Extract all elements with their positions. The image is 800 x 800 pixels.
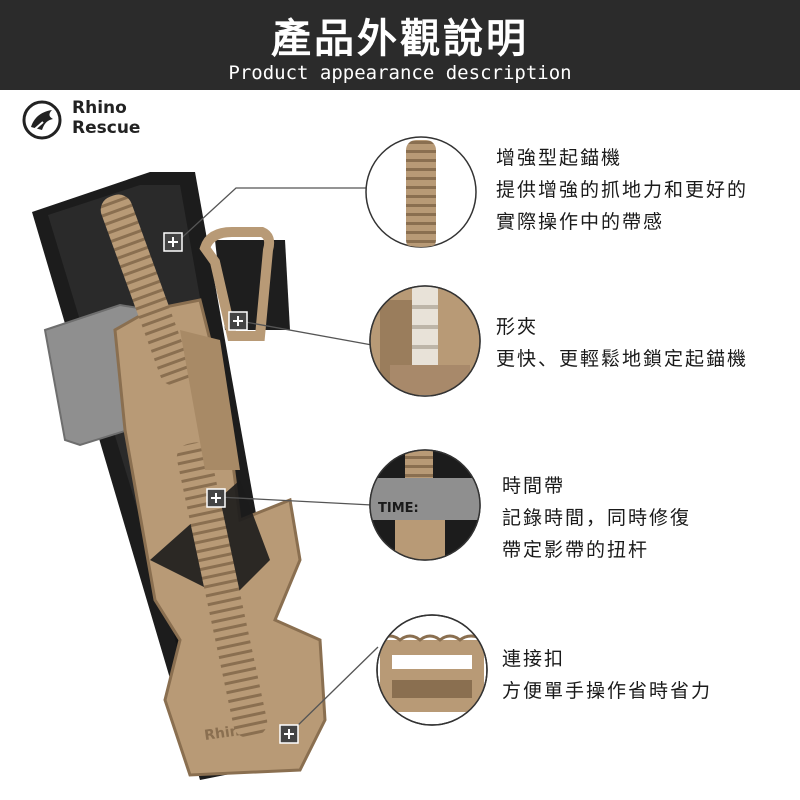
leader-lines — [175, 187, 379, 734]
feature-time-strap: 時間帶 記錄時間，同時修復 帶定影帶的扭杆 — [502, 470, 691, 566]
feature-desc-line: 方便單手操作省時省力 — [502, 680, 713, 702]
feature-desc-line: 實際操作中的帶感 — [496, 211, 665, 233]
feature-buckle: 連接扣 方便單手操作省時省力 — [502, 643, 712, 707]
page-title: 產品外觀說明 — [271, 15, 529, 62]
feature-desc-line: 記錄時間，同時修復 — [502, 507, 692, 529]
callout-buckle — [376, 614, 488, 726]
header-banner: 產品外觀說明 Product appearance description — [0, 0, 800, 90]
callout-time-strap: TIME: — [369, 449, 481, 561]
rhino-logo-icon — [22, 100, 62, 140]
feature-title: 連接扣 — [502, 648, 566, 670]
feature-desc-line: 提供增強的抓地力和更好的 — [496, 179, 749, 201]
feature-title: 時間帶 — [502, 475, 566, 497]
marker-plus-icon[interactable] — [206, 488, 226, 508]
callout-windlass — [365, 136, 477, 248]
brand-name-line1: Rhino — [72, 98, 127, 118]
feature-title: 增強型起錨機 — [496, 147, 623, 169]
clip-loop — [199, 227, 275, 341]
marker-plus-icon[interactable] — [228, 311, 248, 331]
feature-title: 形夾 — [496, 316, 539, 338]
feature-desc-line: 帶定影帶的扭杆 — [502, 539, 650, 561]
windlass-rod — [100, 194, 268, 738]
time-label: TIME: — [378, 501, 419, 516]
feature-windlass: 增強型起錨機 提供增強的抓地力和更好的 實際操作中的帶感 — [496, 142, 748, 238]
feature-clip: 形夾 更快、更輕鬆地鎖定起錨機 — [496, 311, 748, 375]
callout-clip — [369, 285, 481, 397]
brand-name-line2: Rescue — [72, 118, 141, 138]
marker-plus-icon[interactable] — [163, 232, 183, 252]
marker-plus-icon[interactable] — [279, 724, 299, 744]
feature-desc-line: 更快、更輕鬆地鎖定起錨機 — [496, 348, 749, 370]
page-subtitle: Product appearance description — [228, 62, 572, 84]
